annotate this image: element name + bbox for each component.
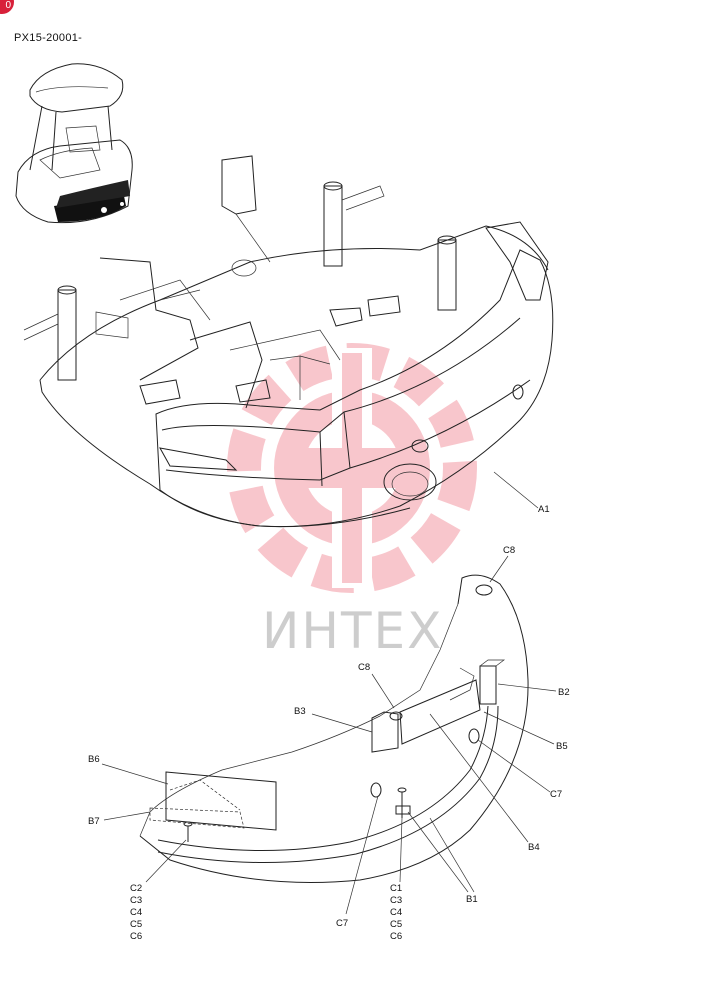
leader-lines: [101, 471, 557, 915]
exploded-counterweight-view: [139, 574, 529, 883]
callout-c7-bottom: C7: [336, 918, 348, 929]
callout-b2: B2: [558, 687, 570, 698]
callout-stack-right-item: C5: [390, 919, 402, 930]
callout-b1: B1: [466, 894, 478, 905]
callout-a1: A1: [538, 504, 550, 515]
callout-b4: B4: [528, 842, 540, 853]
callout-b7: B7: [88, 816, 100, 827]
callout-b5: B5: [556, 741, 568, 752]
callout-stack-right-item: C3: [390, 895, 402, 906]
callout-stack-right-item: C6: [390, 931, 402, 942]
callout-stack-right-item: C1: [390, 883, 402, 894]
watermark-text: ИНТЕХ: [262, 602, 443, 660]
callout-stack-left: C2 C3 C4 C5 C6: [130, 883, 142, 942]
upper-frame-assembly: [23, 155, 554, 528]
callout-b3: B3: [294, 706, 306, 717]
callout-stack-left-item: C2: [130, 883, 142, 894]
callout-stack-left-item: C4: [130, 907, 142, 918]
callout-stack-left-item: C3: [130, 895, 142, 906]
machine-thumbnail: [15, 63, 133, 224]
callout-c8-mid: C8: [358, 662, 370, 673]
callout-b6: B6: [88, 754, 100, 765]
callout-stack-right-item: C4: [390, 907, 402, 918]
callout-c7-right: C7: [550, 789, 562, 800]
model-serial-range: PX15-20001-: [14, 32, 83, 44]
callout-stack-left-item: C5: [130, 919, 142, 930]
callout-stack-left-item: C6: [130, 931, 142, 942]
callout-stack-right: C1 C3 C4 C5 C6: [390, 883, 402, 942]
watermark-gear-logo: [227, 343, 477, 593]
callout-c8-top: C8: [503, 545, 515, 556]
